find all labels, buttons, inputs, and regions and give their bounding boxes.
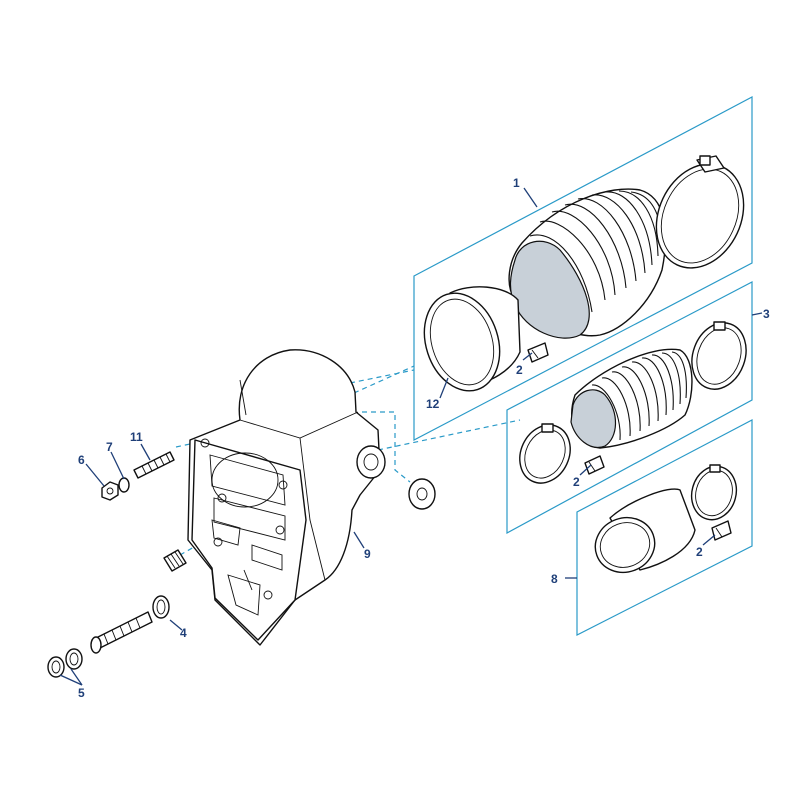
bellows-ring xyxy=(423,286,521,392)
callout-1: 1 xyxy=(513,176,520,190)
clip-lower xyxy=(711,520,732,541)
leader-lines xyxy=(59,187,763,686)
callout-11: 11 xyxy=(130,430,143,444)
clip-upper xyxy=(527,342,549,363)
callout-12: 12 xyxy=(426,397,440,411)
kit-frame-8 xyxy=(576,419,753,636)
callout-7: 7 xyxy=(106,440,113,454)
washer-housing xyxy=(408,478,436,510)
drain-plug xyxy=(163,549,187,572)
callout-3: 3 xyxy=(763,307,770,321)
seal-right xyxy=(152,595,170,619)
callout-2-middle: 2 xyxy=(573,475,580,489)
shaft xyxy=(90,611,153,654)
bellows-hose-clamp-large xyxy=(655,155,745,269)
bell-housing xyxy=(187,349,386,646)
small-bellows-clamp-left xyxy=(519,423,571,484)
clip-middle xyxy=(584,455,605,475)
callout-5: 5 xyxy=(78,686,85,700)
callout-2-lower: 2 xyxy=(696,545,703,559)
stud xyxy=(133,451,175,479)
callout-8: 8 xyxy=(551,572,558,586)
callout-4: 4 xyxy=(180,626,187,640)
large-bellows xyxy=(508,188,667,339)
callout-6: 6 xyxy=(78,453,85,467)
kit-frame-3 xyxy=(506,281,753,535)
washer-small xyxy=(118,477,130,493)
kit-frame-1 xyxy=(413,96,753,441)
callout-2-upper: 2 xyxy=(516,363,523,377)
seal-left-a xyxy=(47,656,65,678)
nut xyxy=(101,481,119,501)
small-bellows xyxy=(570,348,693,449)
seal-left-b xyxy=(65,648,83,670)
exhaust-sleeve xyxy=(594,488,696,574)
sleeve-clamp xyxy=(690,464,738,521)
callout-9: 9 xyxy=(364,547,371,561)
small-bellows-clamp-right xyxy=(691,321,747,390)
